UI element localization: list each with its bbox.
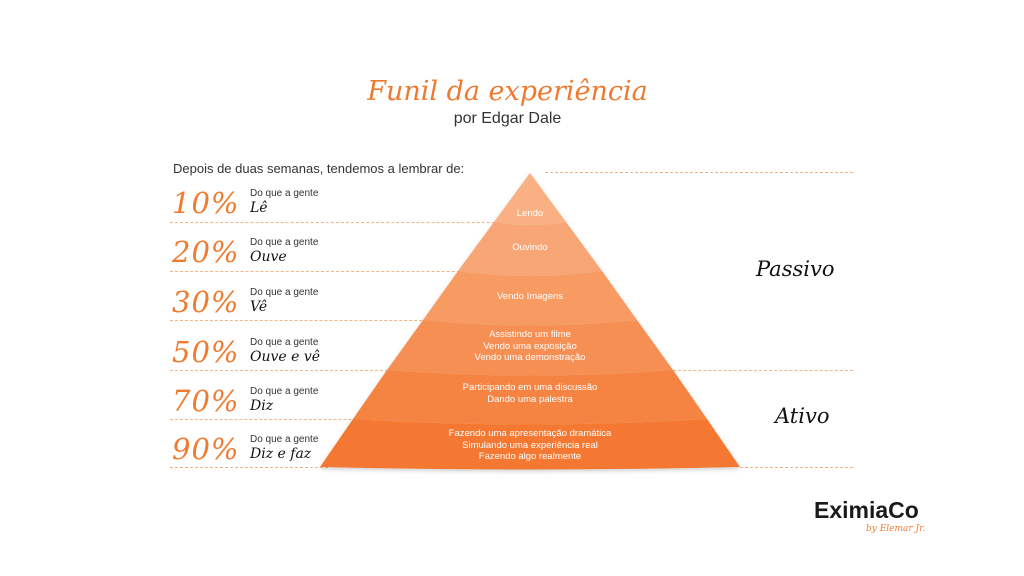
level-label: Vendo Imagens (496, 291, 564, 302)
row-divider (170, 222, 525, 223)
row-verb: Ouve (250, 249, 287, 265)
right-divider (545, 172, 853, 173)
cone-level-4 (387, 320, 673, 376)
active-label: Ativo (775, 404, 830, 428)
cone-level-6 (320, 419, 740, 470)
percentage: 10% (172, 186, 240, 220)
level-label: Lendo (516, 208, 544, 219)
row-divider (170, 370, 428, 371)
row-verb: Diz (250, 398, 274, 414)
row-prefix: Do que a gente (250, 386, 319, 397)
brand-logo: EximiaCo (814, 497, 919, 523)
row-divider (170, 271, 495, 272)
page-title: Funil da experiência (367, 76, 648, 107)
percentage: 20% (172, 235, 240, 269)
right-divider (740, 467, 853, 468)
passive-label: Passivo (756, 257, 835, 281)
right-divider (668, 370, 853, 371)
cone-level-5 (353, 370, 707, 425)
row-verb: Lê (250, 200, 268, 216)
cone-level-2 (458, 222, 602, 276)
level-label: Assistindo um filme Vendo uma exposição … (474, 329, 586, 363)
percentage: 50% (172, 335, 240, 369)
row-verb: Diz e faz (250, 446, 312, 462)
level-label: Ouvindo (512, 242, 548, 253)
level-label: Fazendo uma apresentação dramática Simul… (448, 428, 612, 462)
row-prefix: Do que a gente (250, 434, 319, 445)
row-verb: Vê (250, 299, 268, 315)
row-divider (170, 419, 396, 420)
row-verb: Ouve e vê (250, 349, 321, 365)
level-label: Participando em uma discussão Dando uma … (462, 382, 598, 405)
page-subtitle: por Edgar Dale (453, 110, 562, 127)
row-prefix: Do que a gente (250, 188, 319, 199)
intro-text: Depois de duas semanas, tendemos a lembr… (173, 161, 465, 176)
percentage: 70% (172, 384, 240, 418)
row-divider (170, 320, 462, 321)
row-prefix: Do que a gente (250, 337, 319, 348)
row-divider (170, 467, 328, 468)
percentage: 90% (172, 432, 240, 466)
row-prefix: Do que a gente (250, 237, 319, 248)
cone-level-3 (423, 271, 637, 326)
cone-level-1 (494, 173, 566, 225)
row-prefix: Do que a gente (250, 287, 319, 298)
brand-tagline: by Elemar Jr. (866, 524, 926, 534)
percentage: 30% (172, 285, 240, 319)
